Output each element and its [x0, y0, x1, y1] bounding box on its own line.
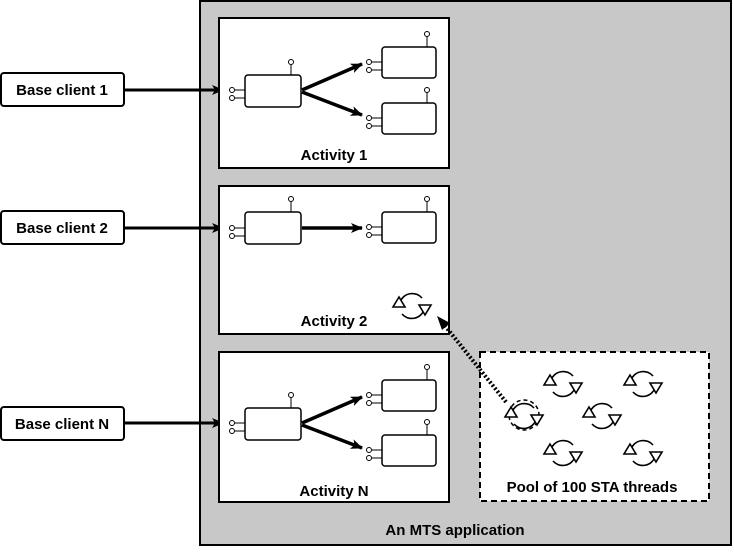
com-object-icon — [366, 419, 437, 467]
activity-1: Activity 1 — [218, 17, 450, 169]
thread-pool-label: Pool of 100 STA threads — [507, 479, 678, 496]
call-arrow — [301, 423, 363, 450]
activity-2-label: Activity 2 — [301, 313, 368, 330]
com-object-icon — [229, 392, 302, 441]
base-client-1: Base client 1 — [0, 72, 125, 107]
call-arrow — [301, 395, 363, 425]
com-object-icon — [366, 196, 437, 244]
thread-pool: Pool of 100 STA threads — [479, 351, 710, 502]
activity-2: Activity 2 — [218, 185, 450, 335]
com-object-icon — [366, 87, 437, 135]
base-client-n-label: Base client N — [15, 416, 109, 433]
dispatch-arrow — [440, 320, 508, 404]
call-arrow — [301, 90, 363, 117]
com-object-icon — [366, 364, 437, 412]
activity-n-label: Activity N — [299, 483, 368, 500]
call-arrow — [301, 62, 363, 92]
activity-1-label: Activity 1 — [301, 147, 368, 164]
com-object-icon — [229, 196, 302, 245]
dispatch-arrowhead — [437, 316, 450, 330]
com-object-icon — [229, 59, 302, 108]
mts-application-label: An MTS application — [385, 522, 524, 539]
activity-n: Activity N — [218, 351, 450, 503]
com-object-icon — [366, 31, 437, 79]
base-client-2: Base client 2 — [0, 210, 125, 245]
base-client-1-label: Base client 1 — [16, 82, 108, 99]
base-client-2-label: Base client 2 — [16, 220, 108, 237]
base-client-n: Base client N — [0, 406, 125, 441]
